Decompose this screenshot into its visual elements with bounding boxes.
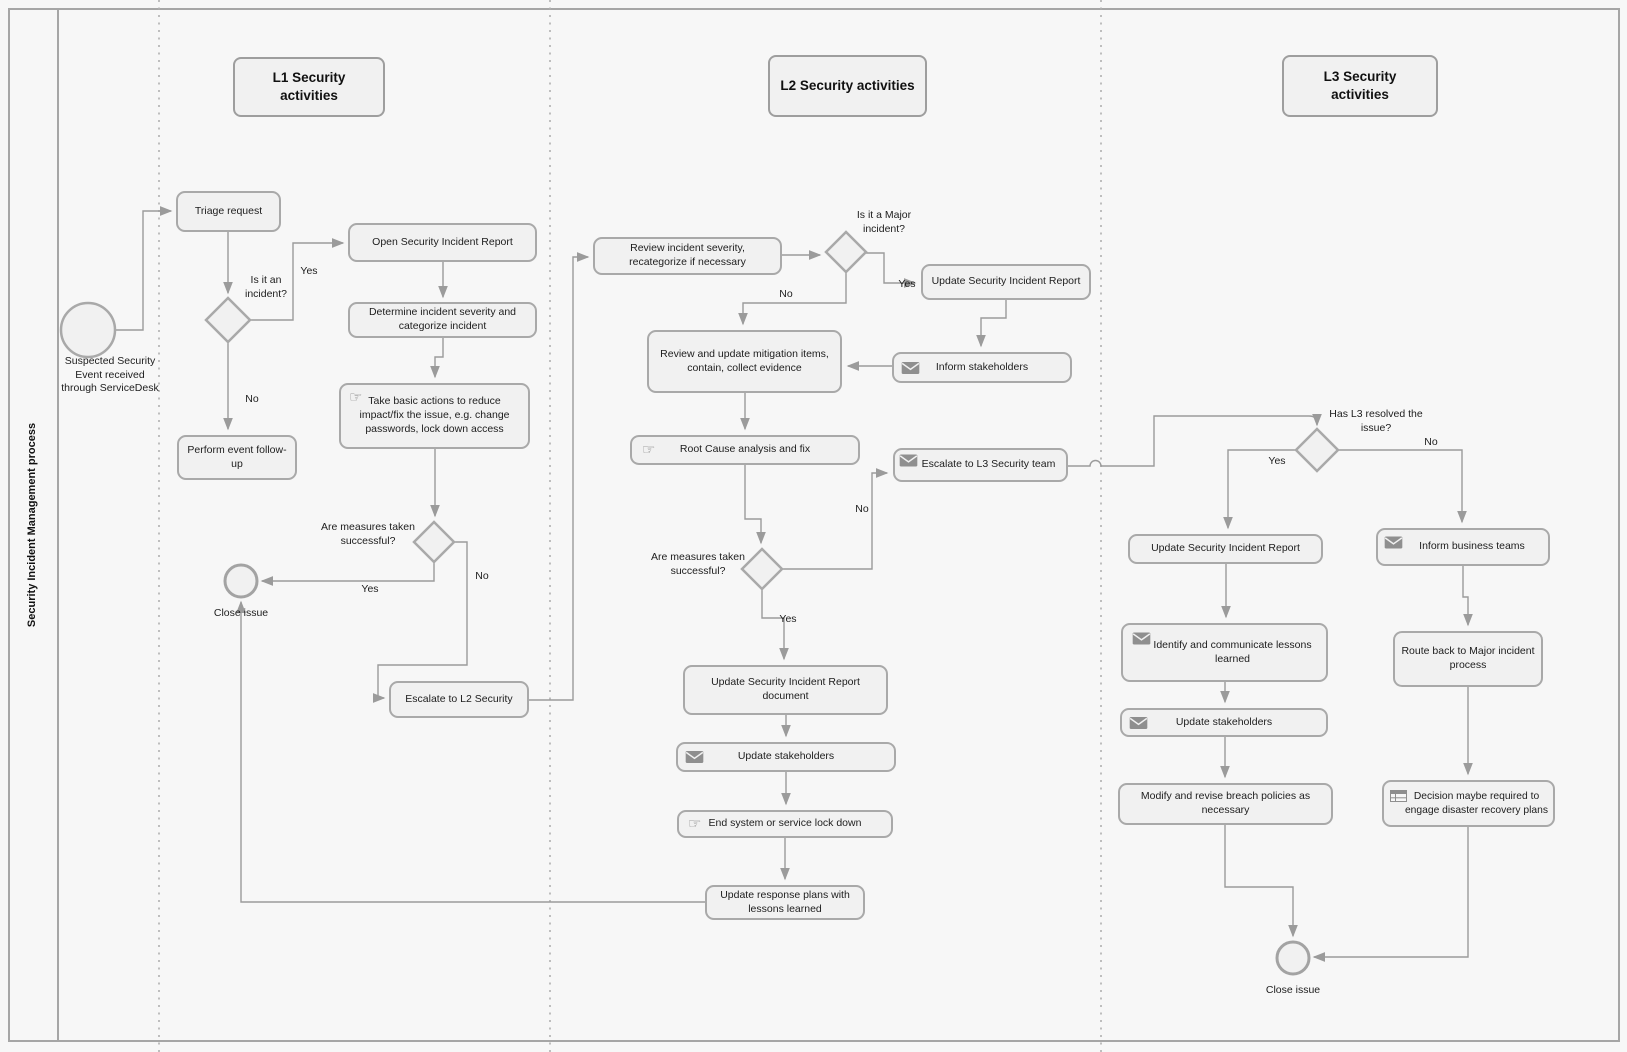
start-event-label: Suspected Security Event received throug…: [61, 355, 159, 395]
task-label: Inform business teams: [1419, 540, 1525, 553]
message-icon: [899, 454, 918, 467]
message-icon: [901, 361, 920, 374]
edge-label-no-resolved: No: [1424, 436, 1438, 448]
flow-determine-to-basic: [430, 338, 444, 379]
message-icon: [1129, 716, 1148, 729]
task-label: Identify and communicate lessons learned: [1153, 638, 1312, 665]
edge-label-yes-measures-l2: Yes: [779, 613, 797, 625]
task-determine-severity[interactable]: Determine incident severity and categori…: [348, 302, 537, 338]
flow-measures-l1-no: [372, 541, 468, 703]
task-label: Escalate to L3 Security team: [921, 458, 1056, 471]
task-escalate-to-l3[interactable]: Escalate to L3 Security team: [893, 448, 1068, 482]
edge-label-no-incident: No: [245, 393, 259, 405]
task-end-lockdown[interactable]: ☞ End system or service lock down: [677, 810, 893, 838]
business-rule-icon: [1390, 790, 1407, 802]
gateway-label-l3-resolved: Has L3 resolved the issue?: [1329, 408, 1423, 434]
flow-incident-yes: [250, 238, 345, 321]
flow-start-to-triage: [115, 206, 173, 331]
sequence-flows: [115, 206, 1473, 962]
task-review-update-mitigation[interactable]: Review and update mitigation items, cont…: [647, 330, 842, 393]
edge-label-yes-measures-l1: Yes: [361, 583, 379, 595]
flow-resolved-no: [1338, 449, 1467, 524]
flow-major-no: [738, 272, 847, 326]
flow-response-to-close: [236, 600, 705, 903]
gateway-major-incident[interactable]: [824, 230, 868, 274]
flow-measures-l1-yes: [260, 562, 435, 586]
task-label: Take basic actions to reduce impact/fix …: [359, 395, 510, 435]
gateway-label-major: Is it a Major incident?: [856, 209, 912, 235]
gateway-measures-l2[interactable]: [740, 547, 784, 591]
edge-label-yes-major: Yes: [898, 278, 916, 290]
pool-label-divider: [57, 8, 59, 1042]
task-modify-breach-policies[interactable]: Modify and revise breach policies as nec…: [1118, 783, 1333, 825]
edge-label-no-measures-l2: No: [855, 503, 869, 515]
lane-header-l1: L1 Security activities: [233, 57, 385, 117]
flow-escalate-to-review: [529, 252, 590, 701]
task-inform-stakeholders[interactable]: Inform stakeholders: [892, 352, 1072, 383]
flow-measures-l2-yes: [761, 589, 789, 661]
flow-business-to-routeback: [1462, 566, 1473, 627]
flow-updatesir-to-inform: [976, 300, 1007, 348]
task-decision-disaster-recovery[interactable]: Decision maybe required to engage disast…: [1382, 780, 1555, 827]
task-review-incident-severity[interactable]: Review incident severity, recategorize i…: [593, 237, 782, 275]
task-update-response-plans[interactable]: Update response plans with lessons learn…: [705, 885, 865, 920]
flow-escalate-to-resolved: [1068, 413, 1322, 467]
manual-task-icon: ☞: [688, 815, 702, 833]
pool-label: Security Incident Management process: [8, 8, 57, 1042]
flow-rootcause-to-gateway: [744, 465, 766, 545]
gateway-label-is-incident: Is it an incident?: [244, 274, 288, 300]
task-label: Decision maybe required to engage disast…: [1404, 790, 1549, 816]
gateway-is-incident[interactable]: [204, 296, 252, 344]
flow-modify-to-close: [1224, 825, 1298, 938]
flow-major-yes: [866, 252, 917, 288]
task-update-sir-l2[interactable]: Update Security Incident Report: [921, 264, 1091, 300]
task-open-security-incident-report[interactable]: Open Security Incident Report: [348, 223, 537, 262]
task-update-stakeholders-l3[interactable]: Update stakeholders: [1120, 708, 1328, 737]
task-update-sir-l3[interactable]: Update Security Incident Report: [1128, 534, 1323, 564]
task-perform-event-followup[interactable]: Perform event follow-up: [177, 435, 297, 480]
manual-task-icon: ☞: [642, 441, 656, 459]
manual-task-icon: ☞: [349, 389, 363, 406]
task-take-basic-actions[interactable]: ☞ Take basic actions to reduce impact/fi…: [339, 383, 530, 449]
lane-separators: [158, 0, 1102, 1052]
task-triage-request[interactable]: Triage request: [176, 191, 281, 232]
flow-measures-l2-no: [782, 468, 889, 570]
task-update-stakeholders-l2[interactable]: Update stakeholders: [676, 742, 896, 772]
task-label: Inform stakeholders: [935, 360, 1029, 373]
gateway-measures-l1[interactable]: [412, 520, 456, 564]
end-event-l3[interactable]: [1275, 940, 1311, 976]
message-icon: [1384, 536, 1403, 549]
task-label: Update stakeholders: [737, 750, 835, 763]
task-label: End system or service lock down: [708, 817, 862, 830]
message-icon: [685, 750, 704, 764]
lane-header-l2: L2 Security activities: [768, 55, 927, 117]
flow-decision-to-close: [1312, 827, 1469, 962]
edge-label-no-major: No: [779, 288, 793, 300]
message-icon: [1132, 632, 1151, 645]
start-event[interactable]: [59, 301, 117, 359]
lane-header-l3: L3 Security activities: [1282, 55, 1438, 117]
edge-label-yes-resolved: Yes: [1268, 455, 1286, 467]
pool-label-text: Security Incident Management process: [26, 422, 39, 628]
task-inform-business-teams[interactable]: Inform business teams: [1376, 528, 1550, 566]
pool-border: [8, 8, 1620, 1042]
end-event-label-l1: Close issue: [213, 607, 269, 619]
gateway-label-measures-l2: Are measures taken successful?: [651, 551, 745, 577]
task-root-cause-analysis[interactable]: ☞ Root Cause analysis and fix: [630, 435, 860, 465]
task-identify-lessons[interactable]: Identify and communicate lessons learned: [1121, 623, 1328, 682]
end-event-label-l3: Close issue: [1265, 984, 1321, 996]
gateway-label-measures-l1: Are measures taken successful?: [321, 521, 415, 547]
end-event-l1[interactable]: [223, 563, 259, 599]
task-update-sir-document[interactable]: Update Security Incident Report document: [683, 665, 888, 715]
task-route-back-major[interactable]: Route back to Major incident process: [1393, 631, 1543, 687]
task-label: Root Cause analysis and fix: [679, 443, 811, 456]
gateway-l3-resolved[interactable]: [1294, 427, 1340, 473]
task-label: Update stakeholders: [1175, 715, 1273, 728]
flow-resolved-yes: [1223, 449, 1296, 530]
edge-label-no-measures-l1: No: [475, 570, 489, 582]
edge-label-yes-incident: Yes: [300, 265, 318, 277]
task-escalate-to-l2[interactable]: Escalate to L2 Security: [389, 681, 529, 718]
